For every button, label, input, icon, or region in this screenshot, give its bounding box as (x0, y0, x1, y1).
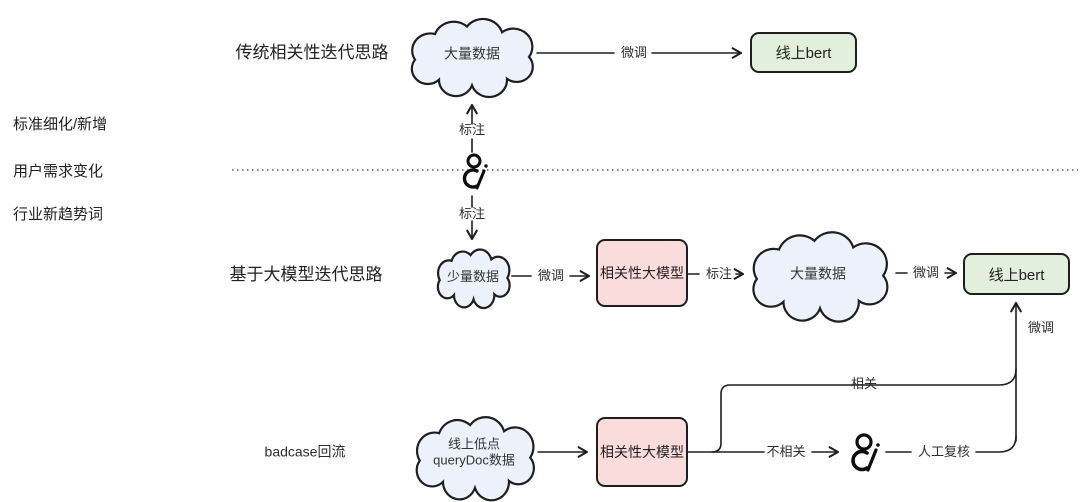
edge-label-annotate-up: 标注 (458, 122, 486, 138)
edge-label-annotate-down: 标注 (458, 206, 486, 222)
row-title-badcase: badcase回流 (264, 443, 346, 460)
side-label-standard-refine: 标准细化/新增 (13, 116, 108, 133)
cloud-label-massive-data-top: 大量数据 (444, 45, 500, 62)
annotator-person-icon (462, 153, 488, 190)
box-relevance-llm-bottom: 相关性大模型 (596, 417, 688, 487)
edge-label-finetune-top: 微调 (620, 45, 648, 61)
side-label-industry-trend: 行业新趋势词 (13, 206, 104, 223)
row-title-llm-based: 基于大模型迭代思路 (229, 264, 383, 284)
row-title-traditional: 传统相关性迭代思路 (235, 42, 389, 62)
cloud-label-line1: 线上低点 (447, 436, 501, 452)
edge-label-finetune-mid-left: 微调 (537, 268, 565, 284)
box-online-bert-top: 线上bert (750, 32, 857, 73)
cloud-label-small-data: 少量数据 (446, 269, 500, 285)
connector-lines (466, 47, 1022, 458)
edge-label-relevant: 相关 (850, 376, 878, 392)
box-relevance-llm-mid: 相关性大模型 (596, 239, 688, 307)
reviewer-person-icon (851, 433, 880, 472)
cloud-label-line2: queryDoc数据 (433, 452, 515, 467)
box-online-bert-mid: 线上bert (963, 253, 1070, 295)
cloud-massive-data-top (412, 19, 533, 97)
cloud-label-massive-data-mid: 大量数据 (790, 265, 846, 282)
cloud-label-low-point-querydoc: 线上低点 queryDoc数据 (433, 436, 515, 467)
edge-label-finetune-vertical: 微调 (1027, 320, 1055, 336)
edge-label-annotate-mid: 标注 (705, 266, 733, 282)
edge-label-irrelevant: 不相关 (766, 444, 806, 460)
side-label-user-demand: 用户需求变化 (13, 163, 104, 180)
edge-label-manual-review: 人工复核 (917, 444, 971, 460)
edge-label-finetune-mid-right: 微调 (912, 265, 940, 281)
cloud-low-point-querydoc (417, 417, 534, 500)
cloud-massive-data-mid (753, 232, 887, 321)
cloud-small-data (438, 249, 510, 308)
